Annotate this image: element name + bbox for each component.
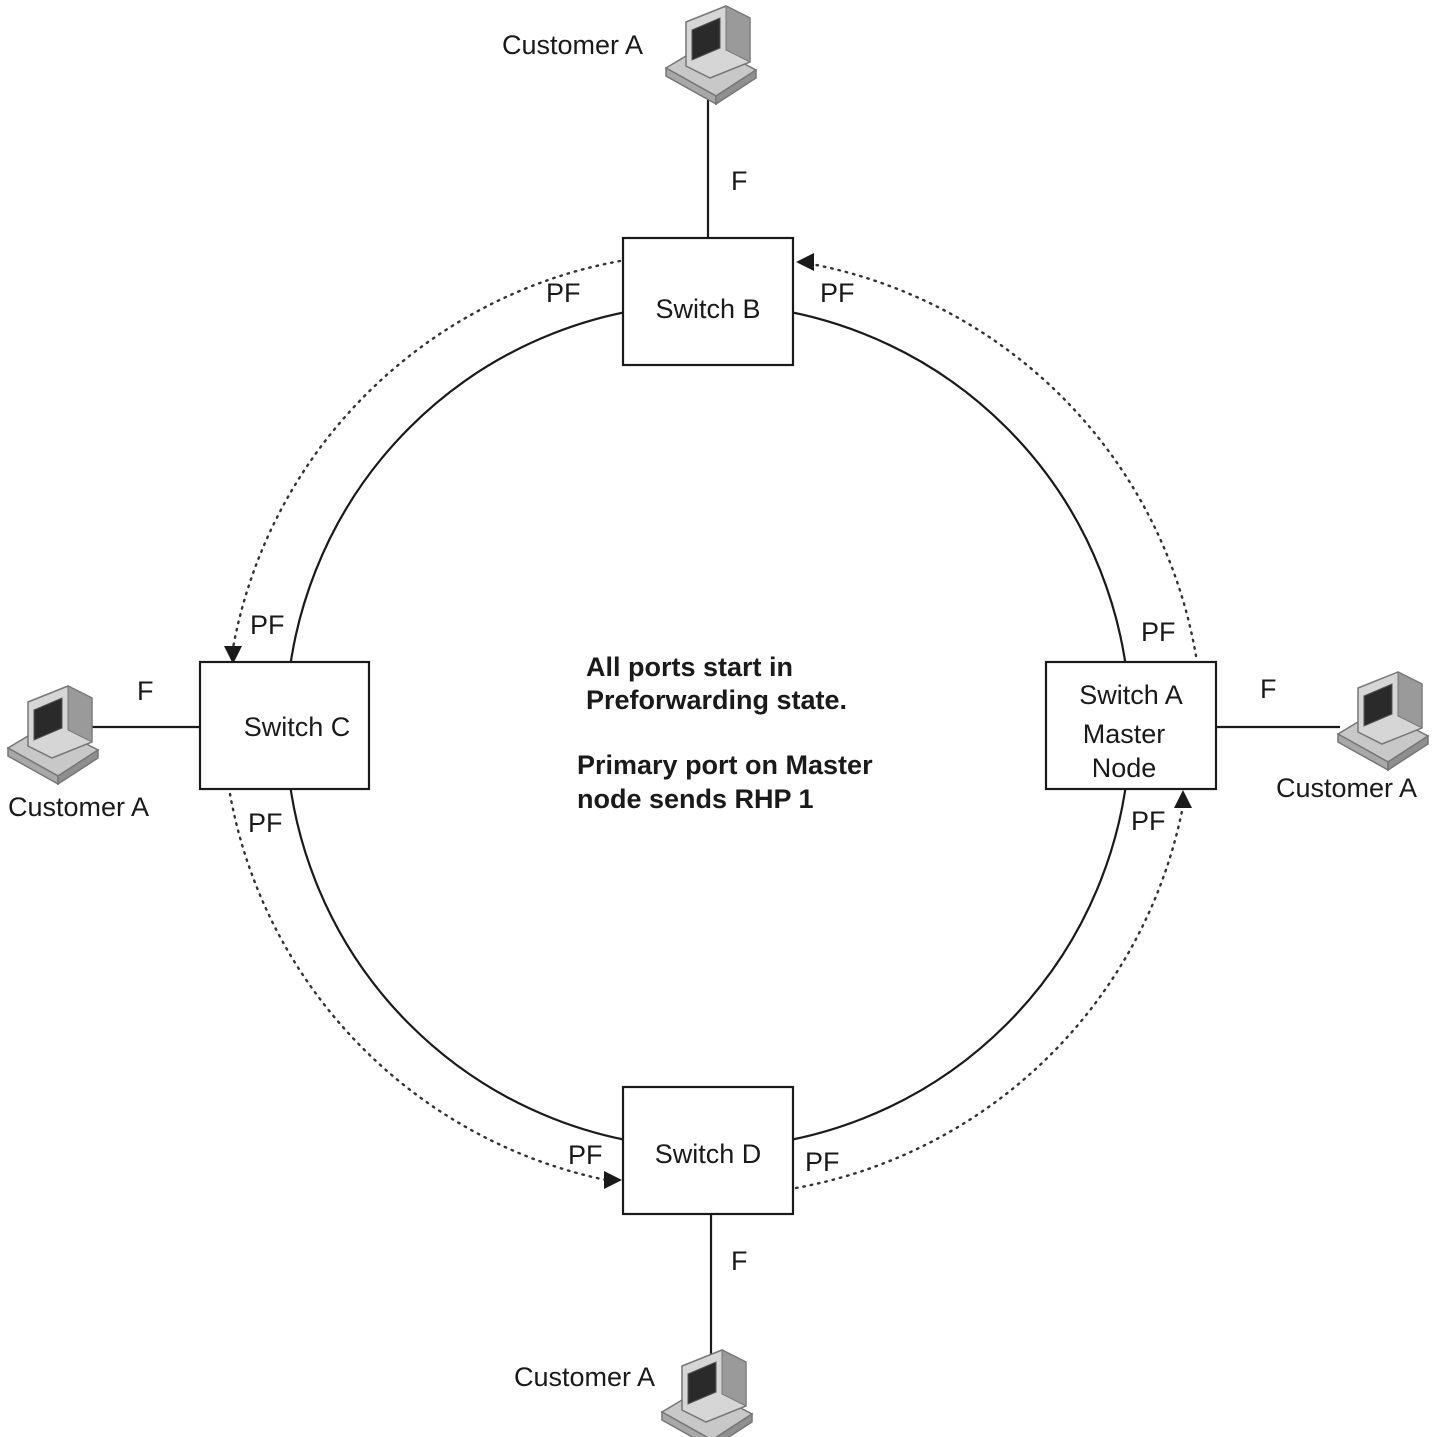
switch-b-box[interactable]: [621, 236, 795, 367]
note-line-4: node sends RHP 1: [577, 784, 814, 814]
computer-icon[interactable]: [661, 1349, 753, 1437]
port-label-a-top: PF: [1141, 617, 1176, 647]
customer-label-left: Customer A: [8, 792, 149, 822]
arrowhead-a: [1174, 790, 1192, 808]
switch-a-node-label: Node: [1092, 753, 1157, 783]
switch-c-box[interactable]: [198, 660, 371, 791]
switch-a-master-label: Master: [1083, 719, 1166, 749]
port-label-b-left: PF: [546, 278, 581, 308]
port-label-a-bottom: PF: [1131, 806, 1166, 836]
rhp-path-c-to-d: [228, 792, 608, 1182]
note-line-3: Primary port on Master: [577, 750, 873, 780]
switch-a-box[interactable]: [1044, 660, 1218, 791]
rhp-path-a-to-b: [798, 260, 1198, 658]
switch-b-label: Switch B: [655, 294, 760, 324]
switch-c-label: Switch C: [244, 712, 351, 742]
port-label-c-top: PF: [250, 610, 285, 640]
port-label-b-customer: F: [731, 166, 748, 196]
port-label-c-bottom: PF: [248, 808, 283, 838]
customer-label-top: Customer A: [502, 30, 643, 60]
arrowhead-b: [796, 253, 814, 271]
note-line-2: Preforwarding state.: [586, 685, 847, 715]
computer-icon[interactable]: [665, 5, 757, 105]
computer-icon[interactable]: [1337, 671, 1429, 771]
switch-d-box[interactable]: [621, 1085, 795, 1216]
ring-link: [284, 302, 1132, 1150]
customer-label-right: Customer A: [1276, 773, 1417, 803]
port-label-d-left: PF: [568, 1140, 603, 1170]
arrowhead-c: [224, 646, 242, 664]
port-label-a-customer: F: [1260, 674, 1277, 704]
port-label-b-right: PF: [820, 278, 855, 308]
port-label-d-right: PF: [805, 1147, 840, 1177]
port-label-d-customer: F: [731, 1246, 748, 1276]
switch-d-label: Switch D: [655, 1139, 762, 1169]
note-line-1: All ports start in: [586, 652, 793, 682]
arrowhead-d: [604, 1171, 622, 1189]
rhp-path-b-to-c: [231, 259, 622, 650]
port-label-c-customer: F: [137, 676, 154, 706]
switch-a-label: Switch A: [1079, 680, 1183, 710]
rhp-path-d-to-a: [794, 804, 1185, 1190]
computer-icon[interactable]: [7, 685, 99, 785]
customer-label-bottom: Customer A: [514, 1362, 655, 1392]
